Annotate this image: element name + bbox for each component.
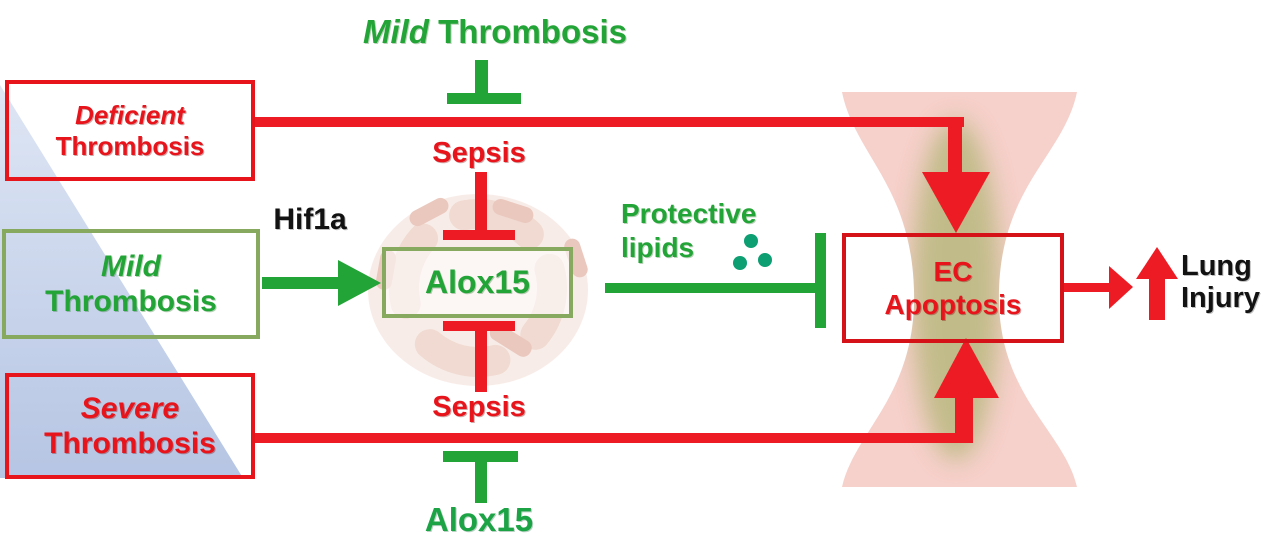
sepsis-bottom-inhibitor-shaft (475, 331, 487, 392)
apoptosis-up-arrow-head (934, 338, 999, 398)
red-connectors (253, 117, 1178, 443)
hif1a-arrow-head (338, 260, 381, 306)
sepsis-bottom-label: Sepsis (432, 391, 526, 423)
alox15-inhibitor-label: Alox15 (424, 501, 534, 538)
sepsis-bottom-inhibitor-tbar (443, 321, 515, 331)
green-connectors (262, 60, 826, 503)
lipid-dot (758, 253, 772, 267)
protective-line1: Protective (621, 198, 757, 229)
severe-to-apoptosis-line (253, 433, 973, 443)
deficient-to-apoptosis-line (253, 117, 964, 127)
mild-thrombosis-title: Mild Thrombosis (320, 13, 670, 51)
deficient-line1: Deficient (75, 99, 185, 130)
alox15-label: Alox15 (425, 264, 530, 300)
protective-lipids-inhibitor-tbar (815, 233, 826, 328)
apoptosis-up-arrow-shaft (955, 396, 973, 436)
severe-thrombosis-box: Severe Thrombosis (5, 373, 255, 479)
lung-injury-label: Lung Injury (1181, 250, 1260, 314)
lipid-dot (733, 256, 747, 270)
mild-line2: Thrombosis (45, 285, 217, 318)
alox15-box: Alox15 (382, 247, 573, 318)
lipid-dot (744, 234, 758, 248)
lung-line2: Injury (1181, 282, 1260, 314)
title-rest-word: Thrombosis (438, 13, 627, 50)
apoptosis-down-arrow-shaft (948, 127, 962, 172)
deficient-thrombosis-box: Deficient Thrombosis (5, 80, 255, 181)
mild-thrombosis-box: Mild Thrombosis (2, 229, 260, 339)
deficient-line2: Thrombosis (55, 130, 205, 161)
lipid-dots (733, 234, 772, 270)
lung-injury-up-arrow-head (1136, 247, 1178, 279)
severe-line1: Severe (80, 392, 180, 425)
mild-title-inhibitor-tbar (447, 93, 521, 104)
sepsis-top-label: Sepsis (432, 137, 526, 169)
lung-line1: Lung (1181, 250, 1252, 282)
mild-line1: Mild (101, 250, 161, 283)
ec-line2: Apoptosis (884, 289, 1022, 320)
ec-to-lung-arrow-shaft (1063, 283, 1109, 292)
sepsis-top-inhibitor-tbar (443, 230, 515, 240)
ec-apoptosis-box: EC Apoptosis (842, 233, 1064, 343)
hif1a-label: Hif1a (273, 203, 347, 236)
lung-injury-up-arrow-shaft (1149, 277, 1165, 320)
alox15-bottom-inhibitor-shaft (475, 462, 487, 503)
severe-line2: Thrombosis (44, 427, 216, 460)
apoptosis-down-arrow-head (922, 172, 990, 233)
ec-line1: EC (933, 256, 973, 287)
ec-to-lung-arrow-head (1109, 266, 1133, 309)
protective-line2: lipids (621, 232, 695, 263)
severity-gradient-triangle (0, 85, 243, 478)
alox15-bottom-inhibitor-tbar (443, 451, 518, 462)
title-italic-word: Mild (362, 13, 429, 50)
mild-title-inhibitor-shaft (475, 60, 488, 96)
protective-lipids-label: Protective lipids (621, 197, 756, 265)
hif1a-arrow-shaft (262, 277, 340, 289)
sepsis-top-inhibitor-shaft (475, 172, 487, 232)
protective-lipids-line (605, 283, 818, 293)
